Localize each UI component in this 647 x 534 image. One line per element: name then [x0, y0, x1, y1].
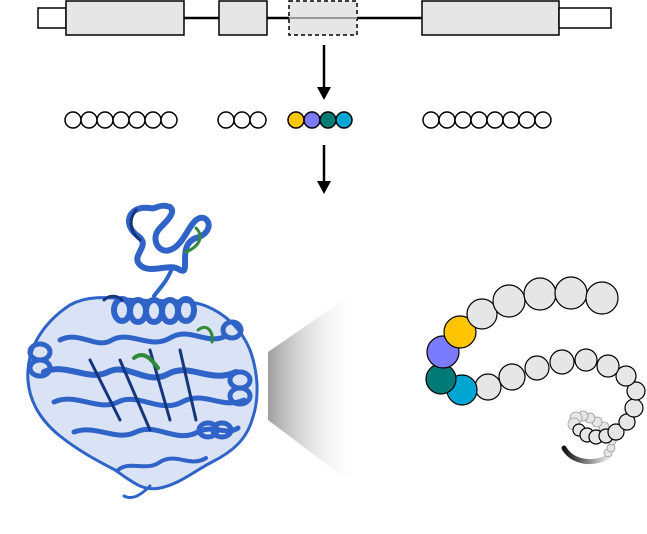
bead [596, 354, 620, 378]
residue [518, 111, 536, 129]
bead [474, 373, 502, 401]
arrow-down-1 [317, 45, 331, 100]
residue [502, 111, 520, 129]
bead [549, 349, 575, 375]
bead-chain [425, 276, 646, 458]
residue [144, 111, 162, 129]
residue-sequence [64, 111, 552, 129]
exon-2 [218, 0, 268, 36]
bead [498, 363, 526, 391]
residue [534, 111, 552, 129]
highlighted-residue [303, 111, 321, 129]
bead [585, 281, 619, 315]
gene-structure [37, 0, 612, 36]
bead-chain-tail [561, 445, 613, 465]
bead [626, 381, 646, 401]
residue [233, 111, 251, 129]
exon-1 [65, 0, 185, 36]
residue [80, 111, 98, 129]
residue [470, 111, 488, 129]
highlighted-bead [443, 315, 477, 349]
residue [128, 111, 146, 129]
zoom-wedge [268, 290, 358, 488]
residue [96, 111, 114, 129]
bead [574, 348, 598, 372]
highlighted-bead [425, 363, 457, 395]
residue [112, 111, 130, 129]
protein-ribbon-structure [26, 202, 259, 500]
bead [615, 365, 637, 387]
bead [607, 423, 625, 441]
highlighted-residue [287, 111, 305, 129]
highlighted-residue [335, 111, 353, 129]
bead [524, 355, 550, 381]
highlighted-residue [319, 111, 337, 129]
bead [466, 298, 498, 330]
bead [554, 276, 588, 310]
bead [523, 277, 557, 311]
utr-right [558, 7, 612, 29]
bead [492, 284, 526, 318]
residue [438, 111, 456, 129]
residue [249, 111, 267, 129]
residue [217, 111, 235, 129]
residue [486, 111, 504, 129]
residue [160, 111, 178, 129]
arrow-down-2 [317, 145, 331, 194]
utr-left [37, 7, 67, 29]
residue [64, 111, 82, 129]
residue [454, 111, 472, 129]
exon-3 [421, 0, 560, 36]
bead [624, 398, 644, 418]
residue [422, 111, 440, 129]
